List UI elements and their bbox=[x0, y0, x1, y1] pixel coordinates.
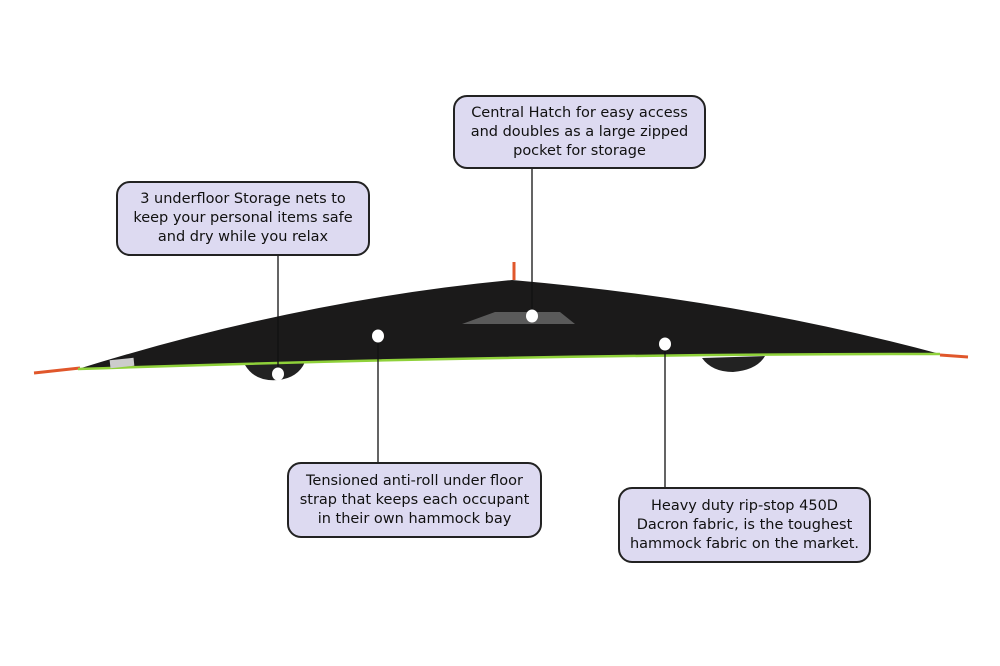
marker-storage-nets bbox=[272, 367, 284, 381]
marker-anti-roll bbox=[372, 329, 384, 343]
hammock-trim bbox=[77, 352, 941, 371]
hammock-fabric bbox=[78, 280, 940, 369]
callout-central-hatch: Central Hatch for easy access and double… bbox=[453, 95, 706, 169]
central-hatch bbox=[462, 312, 575, 324]
callout-anti-roll-strap-text: Tensioned anti-roll under floor strap th… bbox=[299, 472, 530, 527]
right-strap bbox=[939, 353, 969, 359]
callout-storage-nets-text: 3 underfloor Storage nets to keep your p… bbox=[133, 191, 353, 245]
callout-anti-roll-strap: Tensioned anti-roll under floor strap th… bbox=[287, 462, 542, 538]
callout-fabric: Heavy duty rip-stop 450D Dacron fabric, … bbox=[618, 487, 871, 563]
callout-storage-nets: 3 underfloor Storage nets to keep your p… bbox=[116, 181, 370, 256]
callout-central-hatch-text: Central Hatch for easy access and double… bbox=[470, 104, 689, 159]
callout-fabric-text: Heavy duty rip-stop 450D Dacron fabric, … bbox=[629, 497, 860, 552]
left-strap bbox=[33, 366, 81, 375]
storage-net-right bbox=[702, 356, 765, 372]
marker-fabric bbox=[659, 337, 671, 351]
logo-patch bbox=[109, 357, 135, 369]
marker-central-hatch bbox=[526, 309, 538, 323]
